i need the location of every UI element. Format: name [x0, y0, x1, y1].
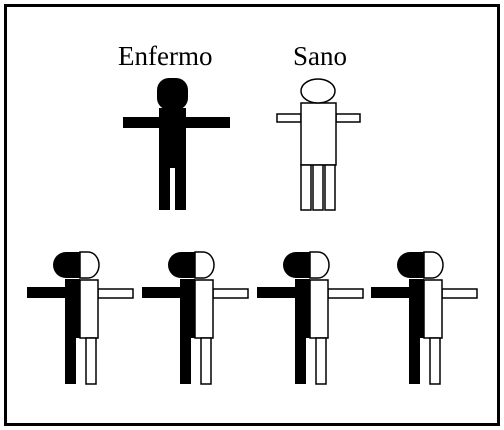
healthy-arm-left [276, 113, 302, 123]
carrier-figure-1 [26, 251, 134, 385]
sick-label: Enfermo [118, 41, 213, 71]
sick-leg-left [159, 162, 170, 210]
carrier-figure-4 [370, 251, 478, 385]
carrier-figure-2 [141, 251, 249, 385]
healthy-leg-right [324, 164, 336, 211]
sick-arms [123, 117, 230, 128]
healthy-leg-middle [312, 164, 324, 211]
healthy-label: Sano [293, 41, 347, 71]
healthy-head [300, 78, 336, 104]
healthy-torso [300, 102, 337, 166]
carrier-figure-3 [256, 251, 364, 385]
sick-head [157, 78, 188, 110]
healthy-arm-right [335, 113, 361, 123]
sick-figure [123, 78, 230, 210]
sick-leg-right [175, 162, 186, 210]
healthy-figure [276, 78, 361, 211]
healthy-leg-left [300, 164, 312, 211]
